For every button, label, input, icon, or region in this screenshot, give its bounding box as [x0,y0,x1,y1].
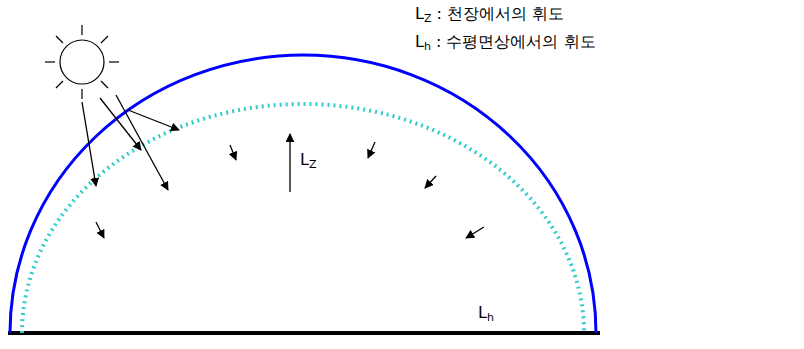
ground-line [8,331,600,335]
legend-definition: LZ : 천장에서의 휘도 [415,4,564,25]
sun-symbol [45,25,119,99]
sky-dome [10,55,596,333]
light-rays [82,95,179,190]
inner-dome [22,104,584,333]
zenith-arrow [289,134,290,192]
quantity-label: LZ [300,150,316,171]
legend-definition: Lh : 수평면상에서의 휘도 [415,32,596,53]
quantity-label: Lh [478,303,494,324]
